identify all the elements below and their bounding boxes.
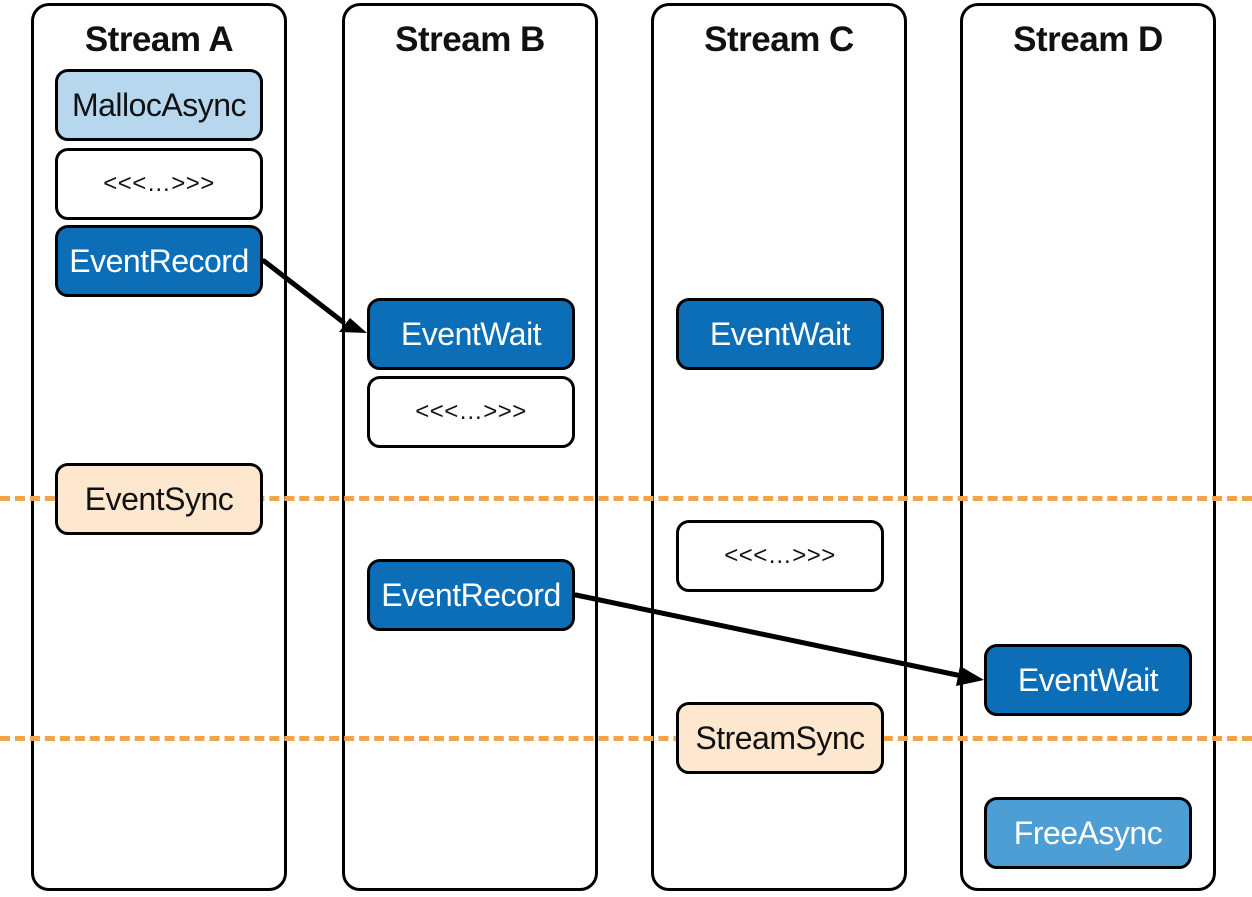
- stream-a-event-sync: EventSync: [55, 463, 263, 535]
- stream-d-event-wait: EventWait: [984, 644, 1192, 716]
- stream-d-column: Stream D: [960, 3, 1216, 891]
- stream-d-free-async: FreeAsync: [984, 797, 1192, 869]
- stream-b-event-wait: EventWait: [367, 298, 575, 370]
- stream-b-kernel-launch: <<<…>>>: [367, 376, 575, 448]
- stream-b-event-record: EventRecord: [367, 559, 575, 631]
- stream-a-kernel-launch: <<<…>>>: [55, 148, 263, 220]
- stream-d-title: Stream D: [1013, 20, 1163, 59]
- stream-c-title: Stream C: [704, 20, 854, 59]
- stream-a-malloc-async: MallocAsync: [55, 69, 263, 141]
- sync-line-event-sync: [0, 496, 1252, 501]
- stream-b-title: Stream B: [395, 20, 545, 59]
- stream-a-event-record: EventRecord: [55, 225, 263, 297]
- stream-c-event-wait: EventWait: [676, 298, 884, 370]
- sync-line-stream-sync: [0, 736, 1252, 741]
- stream-a-title: Stream A: [84, 20, 234, 59]
- stream-c-stream-sync: StreamSync: [676, 702, 884, 774]
- stream-c-kernel-launch: <<<…>>>: [676, 520, 884, 592]
